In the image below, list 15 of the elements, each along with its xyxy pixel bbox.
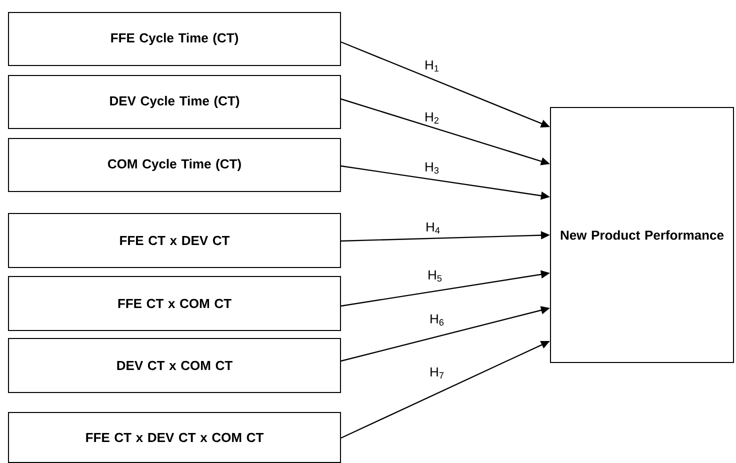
edge-label: H$_{7}$	[430, 367, 444, 379]
variable-box: DEV Cycle Time (CT)	[8, 75, 341, 129]
outcome-box: New Product Performance	[550, 107, 734, 363]
variable-box: FFE CT x COM CT	[8, 276, 341, 331]
edge-label: H$_{1}$	[426, 60, 439, 72]
edge-label: H$_{6}$	[430, 314, 444, 326]
variable-box: FFE CT x DEV CT x COM CT	[8, 412, 341, 463]
edge-label: H$_{5}$	[428, 270, 442, 282]
variable-box: FFE CT x DEV CT	[8, 213, 341, 268]
edge-label: H$_{2}$	[426, 112, 438, 124]
edge-label: H$_{3}$	[426, 162, 439, 174]
variable-box: FFE Cycle Time (CT)	[8, 12, 341, 66]
edge-label: H$_{4}$	[426, 222, 440, 234]
variable-box: DEV CT x COM CT	[8, 338, 341, 393]
variable-box: COM Cycle Time (CT)	[8, 138, 341, 192]
